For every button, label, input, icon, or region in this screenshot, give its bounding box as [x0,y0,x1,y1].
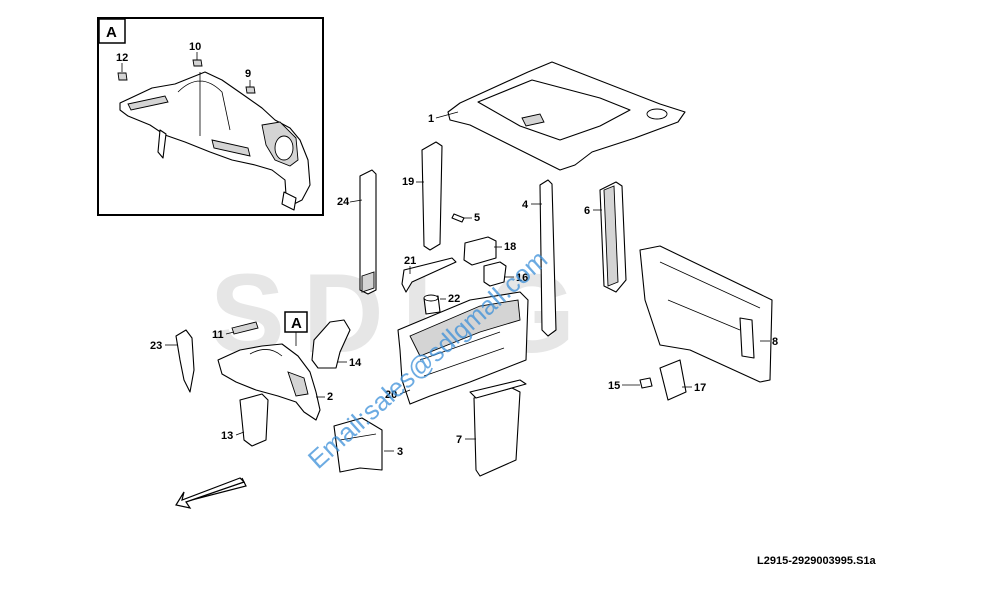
detail-tag-box [98,18,126,44]
clip-9-detail [245,86,256,94]
screw-5 [451,213,465,223]
leader-line-1 [435,111,459,119]
detail-tag: A [106,24,117,41]
callout-21: 21 [404,255,416,267]
detail-callouts: 12 10 9 [116,41,251,80]
callout-1: 1 [428,113,434,125]
callout-3: 3 [397,446,403,458]
direction-arrow-head [175,477,246,509]
rear-wall-panel-8 [639,245,773,383]
rear-console-top-20 [409,299,521,357]
bracket-21 [401,257,457,293]
detail-callout-9: 9 [245,68,251,80]
roof-light-lens [521,113,545,127]
leader-line-20 [399,389,411,395]
callout-4: 4 [522,199,529,211]
detail-callout-10: 10 [189,41,201,53]
pillar-trim-6-inner [603,185,619,287]
side-panel-7-top [469,379,527,399]
clip-15 [639,377,653,389]
cap-22-rim [423,294,439,302]
clip-10-detail [192,59,203,67]
air-duct-14 [311,319,351,369]
bracket-23 [175,329,195,393]
foot-detail [281,191,297,211]
bracket-detail [157,129,167,159]
callout-labels: 1 24 19 5 4 6 18 21 16 22 8 11 23 14 2 20 15 17 13 7 3 [150,113,778,458]
pillar-trim-4 [539,179,557,337]
lid-17 [659,359,687,401]
detail-callout-12: 12 [116,52,128,64]
callout-7: 7 [456,434,462,446]
vent-slot-left-detail [127,95,169,111]
vent-slot-detail [211,139,251,157]
reference-code: L2915-2929003995.S1a [757,555,877,567]
callout-18: 18 [504,241,516,253]
callout-22: 22 [448,293,460,305]
roof-light-ring [646,108,668,120]
clip-12-detail [117,72,128,81]
cup-holder-16 [483,261,507,287]
callout-16: 16 [516,272,528,284]
detail-marker-tag: A [291,315,302,332]
vent-outline-detail [177,72,231,136]
pillar-trim-19 [421,141,443,251]
air-duct-13 [239,393,269,447]
callout-15: 15 [608,380,620,392]
rear-console-ribs-20 [419,331,505,377]
callout-8: 8 [772,336,778,348]
rear-wall-window-8 [739,317,755,359]
callout-24: 24 [337,196,350,208]
kick-panel-3 [333,417,383,473]
speaker-grille-detail [274,135,294,161]
storage-box-18 [463,236,497,266]
callout-20: 20 [385,389,397,401]
rear-wall-ribs-8 [659,261,761,331]
kick-panel-3-edge [339,433,377,441]
roof-liner-part [447,61,686,171]
callout-17: 17 [694,382,706,394]
dashboard-vent-2 [249,349,283,357]
callout-11: 11 [212,329,224,341]
side-panel-7 [473,387,521,477]
dashboard-panel-2 [217,343,321,421]
leader-line-24 [349,199,363,203]
pillar-trim-24-foot [361,271,375,293]
detail-view-a: A 12 10 9 [97,17,324,216]
dashboard-panel-detail [119,71,311,206]
callout-14: 14 [349,357,362,369]
callout-5: 5 [474,212,480,224]
pillar-trim-24 [359,169,377,295]
leader-line-13 [235,431,245,436]
roof-liner-recess [477,79,631,141]
callout-13: 13 [221,430,233,442]
callout-leaders [165,111,770,452]
callout-19: 19 [402,176,414,188]
callout-23: 23 [150,340,162,352]
dashboard-speaker-2 [287,371,309,397]
callout-2: 2 [327,391,333,403]
leader-line-11 [225,331,235,335]
callout-6: 6 [584,205,590,217]
